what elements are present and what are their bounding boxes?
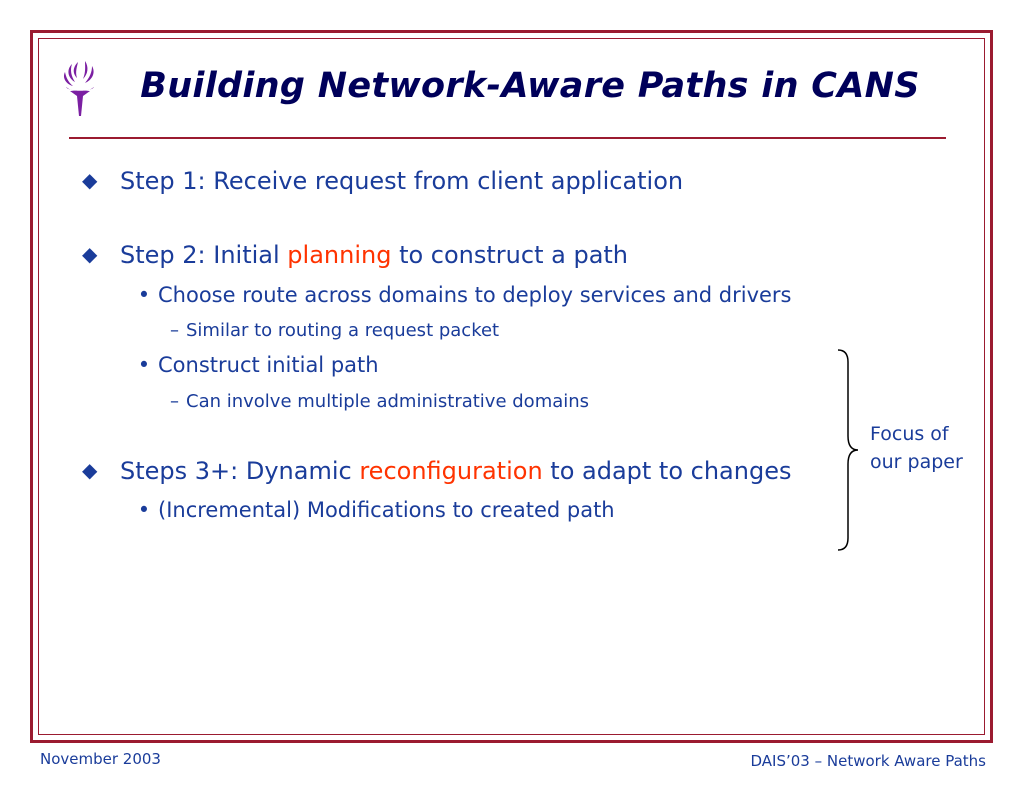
dot-bullet-icon: •: [137, 283, 151, 307]
dash-bullet-icon: –: [170, 391, 179, 412]
subbullet-route: • Choose route across domains to deploy s…: [130, 283, 792, 307]
subbullet-incremental: • (Incremental) Modifications to created …: [130, 498, 615, 522]
slide-title: Building Network-Aware Paths in CANS: [140, 66, 920, 106]
step1-text: Step 1: Receive request from client appl…: [120, 167, 684, 195]
involve-text: Can involve multiple administrative doma…: [186, 391, 590, 412]
slide-frame: [30, 30, 993, 743]
subsubbullet-involve: –Can involve multiple administrative dom…: [170, 391, 589, 412]
subbullet-construct: • Construct initial path: [130, 353, 379, 377]
construct-text: Construct initial path: [158, 353, 379, 377]
dot-bullet-icon: •: [137, 498, 151, 522]
title-divider: [69, 137, 946, 139]
diamond-bullet-icon: ◆: [82, 168, 98, 192]
subsubbullet-similar: –Similar to routing a request packet: [170, 320, 499, 341]
curly-brace-icon: [837, 349, 859, 551]
torch-logo-icon: [63, 61, 94, 116]
focus-line-1: Focus of: [870, 423, 949, 445]
bullet-step3: ◆ Steps 3+: Dynamic reconfiguration to ad…: [82, 457, 791, 485]
step3-highlight: reconfiguration: [359, 457, 543, 485]
similar-text: Similar to routing a request packet: [186, 320, 500, 341]
dot-bullet-icon: •: [137, 353, 151, 377]
footer-conference: DAIS’03 – Network Aware Paths: [750, 752, 987, 770]
step2-text-post: to construct a path: [391, 241, 629, 269]
step2-text-pre: Step 2: Initial: [120, 241, 288, 269]
slide-inner-frame: [38, 38, 985, 735]
bullet-step1: ◆ Step 1: Receive request from client app…: [82, 167, 683, 195]
focus-annotation: Focus of our paper: [870, 420, 963, 476]
step2-highlight: planning: [287, 241, 392, 269]
bullet-step2: ◆ Step 2: Initial planning to construct a…: [82, 241, 628, 269]
route-text: Choose route across domains to deploy se…: [158, 283, 792, 307]
focus-line-2: our paper: [870, 451, 963, 473]
diamond-bullet-icon: ◆: [82, 242, 98, 266]
footer-date: November 2003: [40, 750, 161, 768]
diamond-bullet-icon: ◆: [82, 458, 98, 482]
step3-text-pre: Steps 3+: Dynamic: [120, 457, 360, 485]
dash-bullet-icon: –: [170, 320, 179, 341]
incremental-text: (Incremental) Modifications to created p…: [158, 498, 615, 522]
step3-text-post: to adapt to changes: [542, 457, 792, 485]
